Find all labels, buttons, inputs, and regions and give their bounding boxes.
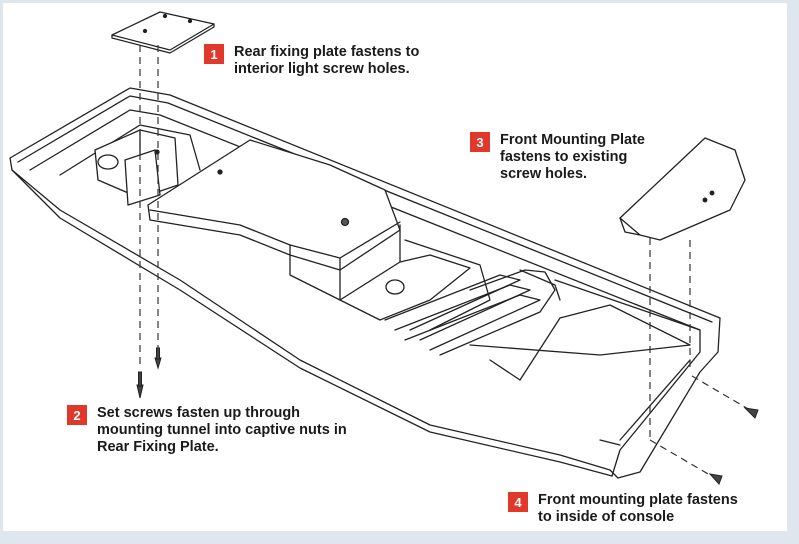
callout-text: Set screws fasten up through mounting tu… (97, 405, 347, 455)
front-mounting-plate (619, 137, 746, 241)
armrest (147, 139, 401, 271)
rear-fixing-plate (111, 11, 215, 51)
screw-icon (708, 473, 723, 485)
callout-3: 3 Front Mounting Plate fastens to existi… (470, 132, 645, 183)
callout-badge: 2 (67, 405, 87, 425)
callout-badge: 3 (470, 132, 490, 152)
callout-4: 4 Front mounting plate fastens to inside… (508, 492, 738, 526)
callout-1: 1 Rear fixing plate fastens to interior … (204, 44, 419, 78)
guide-line (691, 375, 751, 411)
guide-line (649, 439, 716, 479)
callout-text: Front mounting plate fastens to inside o… (538, 492, 738, 525)
callout-badge: 1 (204, 44, 224, 64)
screw-icon (136, 384, 144, 399)
callout-2: 2 Set screws fasten up through mounting … (67, 405, 347, 456)
callout-text: Front Mounting Plate fastens to existing… (500, 132, 645, 182)
callout-text: Rear fixing plate fastens to interior li… (234, 44, 420, 77)
screw-icon (743, 407, 759, 419)
callout-badge: 4 (508, 492, 528, 512)
